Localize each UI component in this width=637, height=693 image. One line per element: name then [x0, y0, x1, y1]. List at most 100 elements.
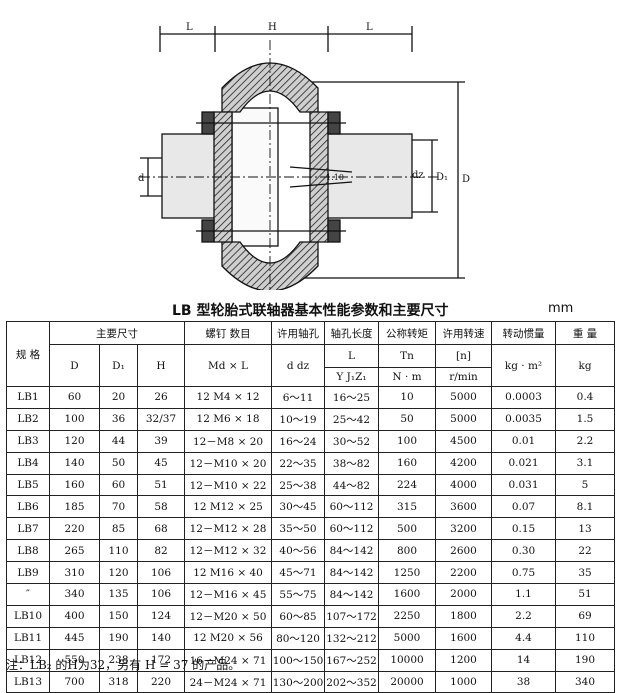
table-cell: 2250: [378, 604, 437, 628]
table-cell: 4000: [435, 473, 493, 497]
table-cell: 445: [49, 626, 100, 650]
table-cell: 12－M16 × 45: [184, 583, 273, 606]
table-cell: 14: [491, 648, 557, 672]
table-cell: 51: [136, 473, 186, 497]
table-cell: LB7: [6, 517, 50, 541]
table-cell: 38～82: [324, 451, 380, 475]
table-cell: 20000: [378, 670, 437, 693]
table-cell: 140: [49, 451, 100, 475]
table-cell: 85: [99, 517, 138, 541]
header-screw: 螺钉 数目: [184, 321, 273, 345]
table-cell: 13: [555, 517, 616, 541]
table-cell: 24－M24 × 71: [184, 670, 273, 693]
table-cell: 70: [99, 495, 138, 519]
table-caption: LB 型轮胎式联轴器基本性能参数和主要尺寸 mm: [0, 300, 637, 320]
table-cell: 110: [555, 626, 616, 650]
table-cell: 132～212: [324, 626, 380, 650]
dim-label-dz: dz: [412, 170, 424, 181]
table-cell: LB11: [6, 626, 50, 650]
table-cell: 4200: [435, 451, 493, 475]
table-cell: 5000: [435, 386, 493, 409]
dim-label-D1: D₁: [436, 172, 448, 183]
table-cell: 12 M6 × 18: [184, 407, 273, 431]
table-cell: 2.2: [491, 604, 557, 628]
table-cell: 51: [555, 583, 616, 606]
table-cell: 60: [99, 473, 138, 497]
dim-label-D: D: [462, 174, 470, 185]
table-cell: LB2: [6, 407, 50, 431]
table-cell: 45: [136, 451, 186, 475]
dim-label-taper: 1:10: [326, 173, 344, 182]
table-cell: 30～52: [324, 429, 380, 453]
table-cell: 0.30: [491, 539, 557, 563]
table-cell: 84～142: [324, 539, 380, 563]
table-cell: 106: [136, 583, 186, 606]
table-cell: 4500: [435, 429, 493, 453]
table-cell: 120: [49, 429, 100, 453]
table-cell: LB1: [6, 386, 50, 409]
table-cell: 60～112: [324, 495, 380, 519]
table-cell: 25～42: [324, 407, 380, 431]
table-cell: 315: [378, 495, 437, 519]
header-torque-symbol: Tn: [378, 344, 437, 368]
table-cell: 10: [378, 386, 437, 409]
table-cell: 10～19: [271, 407, 326, 431]
header-torque-unit: N · m: [378, 367, 437, 387]
table-cell: 12 M4 × 12: [184, 386, 273, 409]
header-main-dims: 主要尺寸: [48, 321, 186, 345]
table-cell: 400: [49, 604, 100, 628]
table-cell: 35: [555, 561, 616, 585]
header-inertia: 转动惯量: [491, 321, 557, 345]
table-cell: 5000: [435, 407, 493, 431]
table-cell: 1.1: [491, 583, 557, 606]
table-cell: 12 M12 × 25: [184, 495, 273, 519]
table-cell: 16～24: [271, 429, 326, 453]
table-cell: 32/37: [136, 407, 186, 431]
table-cell: 12－M10 × 20: [184, 451, 273, 475]
table-cell: 1800: [435, 604, 493, 628]
table-cell: 58: [136, 495, 186, 519]
table-cell: 2600: [435, 539, 493, 563]
table-cell: 106: [136, 561, 186, 585]
table-cell: 185: [49, 495, 100, 519]
table-cell: 60～112: [324, 517, 380, 541]
table-cell: 1.5: [555, 407, 616, 431]
header-weight-unit: kg: [555, 344, 616, 387]
header-inertia-unit: kg · m²: [491, 344, 557, 387]
table-cell: 68: [136, 517, 186, 541]
table-cell: 310: [49, 561, 100, 585]
table-cell: 120: [99, 561, 138, 585]
table-cell: 340: [49, 583, 100, 606]
table-cell: 22: [555, 539, 616, 563]
table-cell: 4.4: [491, 626, 557, 650]
table-cell: 220: [136, 670, 186, 693]
table-cell: 3200: [435, 517, 493, 541]
table-cell: 202～352: [324, 670, 380, 693]
table-cell: 20: [99, 386, 138, 409]
coupling-drawing: L H L D D₁ dz d 1:10: [138, 22, 470, 290]
table-cell: 12 M16 × 40: [184, 561, 273, 585]
table-cell: 8.1: [555, 495, 616, 519]
table-cell: 340: [555, 670, 616, 693]
table-cell: 16～25: [324, 386, 380, 409]
table-cell: LB13: [6, 670, 50, 693]
table-cell: 238: [99, 648, 138, 672]
header-D: D: [49, 344, 100, 387]
table-cell: 140: [136, 626, 186, 650]
header-model: 规 格: [6, 321, 50, 387]
table-cell: 10000: [378, 648, 437, 672]
table-cell: 220: [49, 517, 100, 541]
table-cell: 190: [555, 648, 616, 672]
table-cell: 1200: [435, 648, 493, 672]
spec-table: 规 格 主要尺寸 螺钉 数目 许用轴孔 轴孔长度 公称转矩 许用转速 转动惯量 …: [6, 321, 616, 693]
table-cell: 5000: [378, 626, 437, 650]
table-cell: 800: [378, 539, 437, 563]
table-cell: 35～50: [271, 517, 326, 541]
table-cell: 500: [378, 517, 437, 541]
table-cell: 38: [491, 670, 557, 693]
